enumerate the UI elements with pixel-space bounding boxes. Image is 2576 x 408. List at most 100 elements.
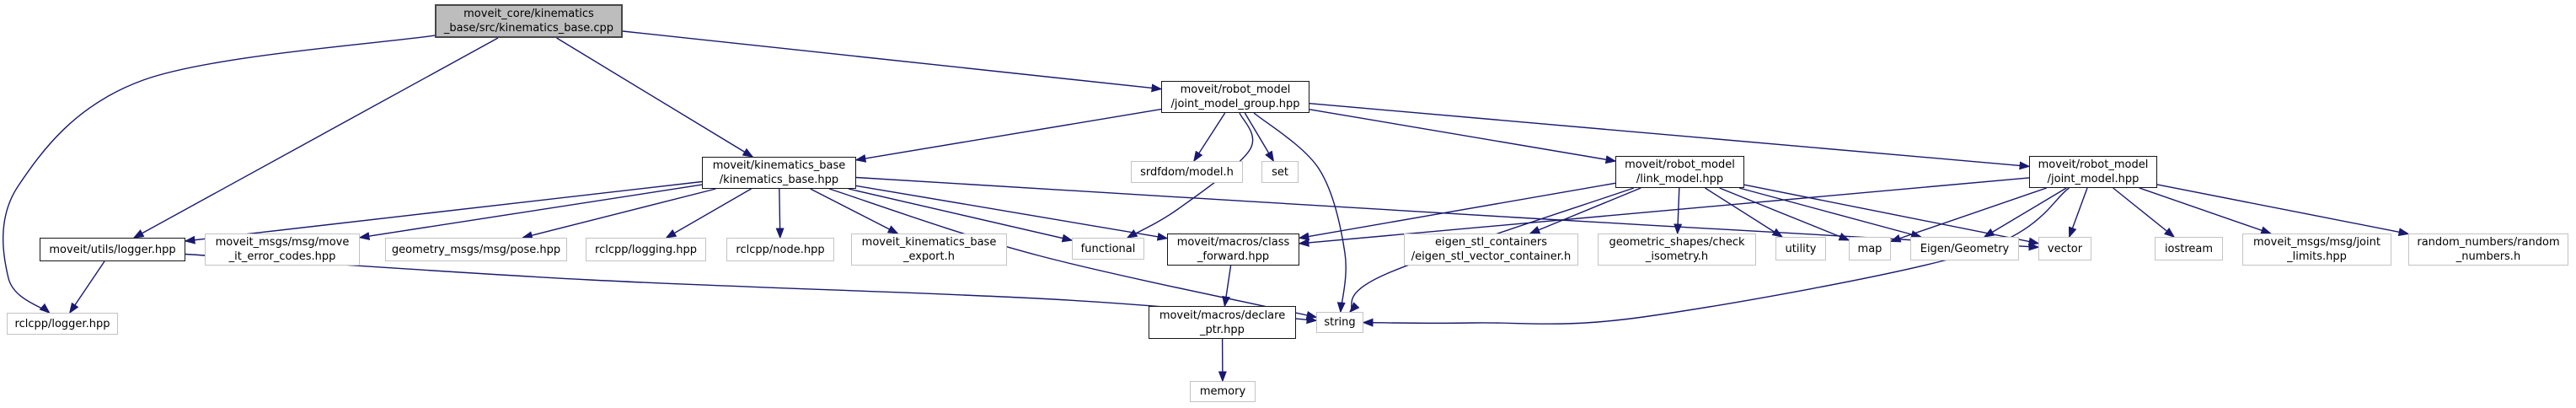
node-jmg[interactable]: moveit/robot_model/joint_model_group.hpp [1161, 81, 1309, 113]
edge-kb-to-func [848, 188, 1074, 243]
node-label: rclcpp/node.hpp [736, 243, 825, 256]
node-label: map [1857, 242, 1882, 255]
edge-cpp-to-ulog [132, 37, 499, 239]
node-label: moveit_kinematics_base [861, 236, 997, 249]
node-label: moveit/macros/class [1176, 236, 1290, 249]
node-label: memory [1199, 385, 1246, 398]
node-rlog[interactable]: rclcpp/logging.hpp [586, 238, 706, 261]
node-label: iostream [2164, 242, 2214, 255]
edge-lm-to-vec [1743, 184, 2040, 246]
node-pose[interactable]: geometry_msgs/msg/pose.hpp [385, 238, 567, 261]
edge-jmg-to-srdf [1193, 112, 1226, 163]
node-label: _isometry.h [1645, 250, 1709, 263]
node-dptr[interactable]: moveit/macros/declare_ptr.hpp [1149, 306, 1296, 339]
edge-jm-to-jlim [2139, 187, 2273, 234]
edge-kb-to-kbexp [810, 188, 899, 234]
edge-cpp-to-rlogger [2, 35, 436, 314]
node-srdf[interactable]: srdfdom/model.h [1131, 161, 1243, 183]
node-label: rclcpp/logger.hpp [14, 317, 110, 330]
node-label: moveit_core/kinematics [463, 8, 594, 20]
node-set[interactable]: set [1261, 161, 1299, 183]
edge-jmg-to-func [1126, 112, 1254, 239]
edge-lm-to-util [1705, 187, 1784, 238]
node-map[interactable]: map [1849, 237, 1891, 260]
edge-kb-to-rlog [665, 188, 752, 239]
node-giso[interactable]: geometric_shapes/check_isometry.h [1598, 234, 1756, 266]
node-label: moveit_msgs/msg/move [215, 236, 350, 249]
node-label: functional [1080, 242, 1136, 255]
node-label: set [1272, 165, 1288, 179]
node-cpp[interactable]: moveit_core/kinematics _base/src/kinemati… [435, 4, 623, 38]
edge-kb-to-str [828, 188, 1318, 319]
node-func[interactable]: functional [1072, 238, 1144, 260]
node-label: _limits.hpp [2287, 250, 2347, 263]
edge-jm-to-eigeo [1983, 187, 2067, 238]
edge-cfwd-to-dptr [1222, 265, 1232, 308]
node-label: vector [2047, 242, 2083, 255]
edge-cpp-to-jmg [622, 30, 1163, 93]
node-kb[interactable]: moveit/kinematics_base/kinematics_base.h… [702, 157, 856, 189]
edge-jm-to-rnum [2156, 184, 2410, 237]
node-estl[interactable]: eigen_stl_containers/eigen_stl_vector_co… [1404, 234, 1578, 266]
node-label: rclcpp/logging.hpp [595, 243, 697, 256]
node-vec[interactable]: vector [2038, 237, 2091, 260]
node-label: string [1324, 316, 1356, 329]
node-label: moveit/robot_model [2038, 158, 2149, 171]
edge-jm-to-vec [2068, 187, 2088, 239]
node-label: geometric_shapes/check [1609, 236, 1745, 249]
node-jlim[interactable]: moveit_msgs/msg/joint_limits.hpp [2242, 234, 2391, 266]
edge-kb-to-vec [855, 176, 2040, 251]
node-mem[interactable]: memory [1190, 381, 1256, 402]
edge-lm-to-estl [1529, 187, 1641, 234]
node-rlogger[interactable]: rclcpp/logger.hpp [7, 313, 118, 335]
edge-jm-to-map [1889, 187, 2047, 243]
node-label: moveit/kinematics_base [712, 159, 846, 172]
node-label: /eigen_stl_vector_container.h [1411, 250, 1572, 263]
edge-cpp-to-kb [556, 37, 754, 158]
node-jm[interactable]: moveit/robot_model/joint_model.hpp [2029, 156, 2157, 188]
node-iost[interactable]: iostream [2155, 237, 2223, 260]
edge-jmg-to-lm [1309, 109, 1617, 164]
node-label: _it_error_codes.hpp [228, 250, 336, 263]
node-ulog[interactable]: moveit/utils/logger.hpp [40, 238, 185, 261]
node-label: _base/src/kinematics_base.cpp [443, 22, 614, 35]
node-label: utility [1785, 242, 1817, 255]
edge-jm-to-iost [2113, 187, 2176, 238]
edge-jm-to-cfwd [1298, 177, 2030, 247]
edge-kb-to-pose [521, 188, 716, 240]
edge-lm-to-giso [1674, 187, 1683, 235]
node-kbexp[interactable]: moveit_kinematics_base_export.h [851, 234, 1007, 266]
node-merr[interactable]: moveit_msgs/msg/move_it_error_codes.hpp [205, 234, 360, 266]
node-label: eigen_stl_containers [1435, 236, 1547, 249]
edge-ulog-to-rlogger [68, 260, 105, 314]
node-str[interactable]: string [1316, 312, 1363, 333]
edge-jmg-to-kb [854, 108, 1162, 163]
edge-kb-to-cfwd [855, 185, 1169, 241]
node-label: moveit_msgs/msg/joint [2253, 236, 2381, 249]
node-label: _numbers.h [2456, 250, 2521, 263]
node-label: Eigen/Geometry [1920, 242, 2010, 255]
edge-jmg-to-set [1244, 112, 1275, 163]
node-rnum[interactable]: random_numbers/random_numbers.h [2408, 234, 2568, 266]
node-label: srdfdom/model.h [1140, 165, 1234, 179]
node-util[interactable]: utility [1775, 237, 1826, 260]
edge-lm-to-eigeo [1738, 187, 1922, 239]
edge-jmg-to-str [1253, 112, 1347, 314]
edge-lm-to-cfwd [1298, 182, 1616, 241]
node-eigeo[interactable]: Eigen/Geometry [1910, 237, 2019, 260]
node-cfwd[interactable]: moveit/macros/class_forward.hpp [1167, 234, 1299, 266]
edge-lm-to-map [1719, 187, 1850, 241]
node-label: /kinematics_base.hpp [719, 174, 839, 186]
edge-kb-to-merr [358, 184, 703, 240]
node-label: moveit/robot_model [1180, 83, 1291, 96]
node-label: moveit/utils/logger.hpp [49, 243, 176, 256]
node-label: _ptr.hpp [1200, 323, 1245, 336]
node-rnode[interactable]: rclcpp/node.hpp [726, 238, 834, 261]
node-label: _forward.hpp [1197, 250, 1270, 263]
node-label: /joint_model.hpp [2047, 173, 2140, 185]
node-label: moveit/macros/declare [1159, 309, 1286, 322]
node-lm[interactable]: moveit/robot_model/link_model.hpp [1615, 156, 1744, 188]
node-label: _export.h [903, 250, 955, 263]
